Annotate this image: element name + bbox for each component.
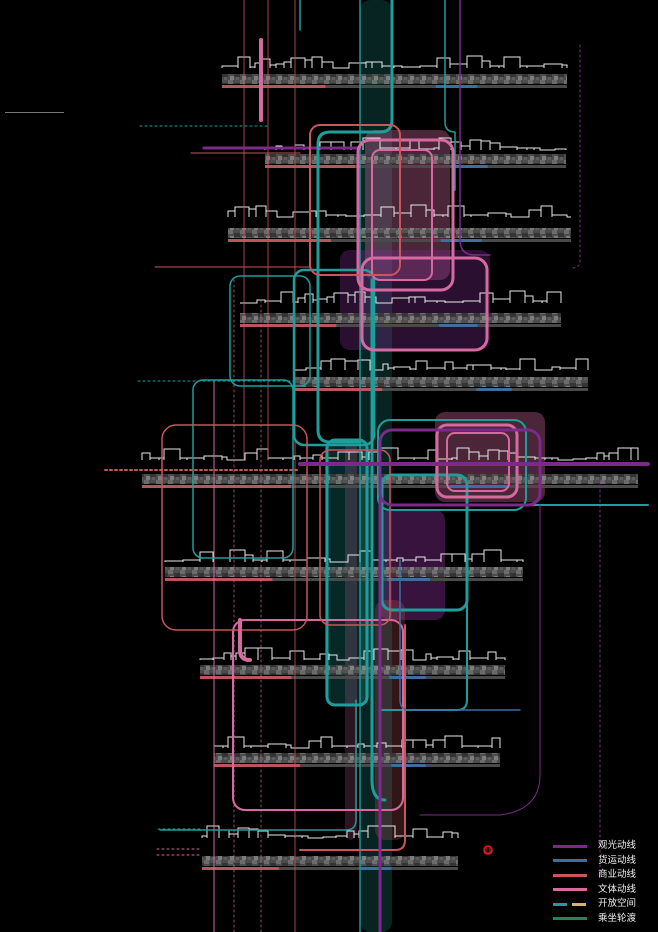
section-freight-bar: [439, 324, 478, 327]
section-freight-bar: [449, 485, 510, 488]
open-space-route: [316, 0, 394, 444]
section-commercial-bar: [200, 676, 292, 679]
legend-item-open-space: 开放空间: [553, 897, 653, 911]
section-freight-bar: [440, 239, 482, 242]
sightseeing-route: [459, 0, 491, 256]
section-commercial-bar: [214, 764, 300, 767]
legend-label: 乘坐轮渡: [598, 912, 637, 924]
open-space-route: [370, 278, 387, 802]
section-commercial-bar: [165, 578, 273, 581]
section-gray-bar: [265, 165, 566, 168]
legend-label: 观光动线: [598, 840, 637, 852]
red-line-icon: [553, 873, 587, 877]
freight-route: [399, 559, 521, 711]
legend-label: 货运动线: [598, 854, 637, 866]
section-gray-bar: [294, 388, 588, 391]
commercial-loop: [309, 124, 401, 276]
section-commercial-bar: [294, 388, 383, 391]
section-freight-bar: [360, 867, 392, 870]
open-space-loop: [192, 379, 294, 559]
street-photo-strip: [294, 377, 588, 387]
section-gray-bar: [222, 85, 567, 88]
skyline-profile: [240, 290, 562, 304]
section-freight-bar: [435, 85, 478, 88]
section-freight-bar: [391, 764, 426, 767]
street-photo-strip: [265, 154, 566, 164]
culture-loop: [356, 138, 455, 292]
section-commercial-bar: [142, 485, 291, 488]
legend-item-ferry: 乘坐轮渡: [553, 912, 653, 926]
top-left-rule: [5, 112, 64, 113]
section-freight-bar: [451, 165, 488, 168]
commercial-loop: [319, 449, 391, 626]
skyline-profile: [227, 204, 571, 218]
street-photo-strip: [202, 856, 458, 866]
zone-area: [380, 510, 445, 620]
legend-item-sightseeing: 观光动线: [553, 839, 653, 853]
culture-loop: [232, 619, 404, 811]
commercial-loop: [161, 424, 308, 631]
street-photo-strip: [222, 74, 567, 84]
legend-label: 开放空间: [598, 898, 637, 910]
purple-line-icon: [553, 844, 587, 848]
open-space-loop: [292, 268, 376, 447]
section-gray-bar: [240, 324, 561, 327]
section-commercial-bar: [240, 324, 337, 327]
section-freight-bar: [386, 578, 430, 581]
legend-item-freight: 货运动线: [553, 854, 653, 868]
skyline-profile: [201, 825, 459, 839]
zone-area: [345, 440, 357, 840]
legend-label: 商业动线: [598, 869, 637, 881]
legend-item-commercial: 商业动线: [553, 868, 653, 882]
section-gray-bar: [214, 764, 500, 767]
legend-item-culture: 文体动线: [553, 883, 653, 897]
open-space-route: [159, 699, 357, 831]
culture-route: [156, 848, 203, 856]
skyline-profile: [294, 358, 589, 371]
street-photo-strip: [165, 567, 523, 577]
legend: 观光动线 货运动线 商业动线 文体动线 开放空间 乘坐轮渡: [553, 839, 653, 926]
street-photo-strip: [214, 753, 500, 763]
open-space-loop: [229, 275, 311, 387]
red-landmark-icon: [483, 845, 493, 855]
section-commercial-bar: [202, 867, 279, 870]
sightseeing-loop: [378, 428, 542, 507]
commercial-route: [299, 624, 406, 851]
zone-area: [375, 600, 405, 840]
commercial-route: [243, 0, 296, 932]
street-photo-strip: [200, 665, 505, 675]
culture-route: [238, 618, 252, 662]
dashed-teal-gold-line-icon: [553, 902, 587, 906]
skyline-profile: [199, 647, 506, 661]
street-photo-strip: [240, 313, 561, 323]
culture-loop: [360, 256, 489, 352]
open-space-loop: [325, 438, 369, 707]
legend-label: 文体动线: [598, 883, 637, 895]
sightseeing-route: [419, 504, 541, 816]
section-commercial-bar: [222, 85, 326, 88]
pink-line-icon: [553, 888, 587, 891]
section-gray-bar: [202, 867, 458, 870]
skyline-profile: [221, 55, 568, 69]
skyline-profile: [141, 447, 639, 461]
section-freight-bar: [389, 676, 426, 679]
skyline-profile: [213, 735, 501, 749]
culture-loop: [435, 423, 519, 499]
open-space-route: [444, 0, 456, 191]
section-commercial-bar: [228, 239, 331, 242]
red-landmark-icon: [484, 847, 492, 854]
sightseeing-route: [571, 44, 581, 269]
blue-line-icon: [553, 859, 587, 862]
section-freight-bar: [476, 388, 512, 391]
section-gray-bar: [200, 676, 505, 679]
section-gray-bar: [165, 578, 523, 581]
culture-loop: [371, 149, 433, 281]
green-line-icon: [553, 917, 587, 920]
